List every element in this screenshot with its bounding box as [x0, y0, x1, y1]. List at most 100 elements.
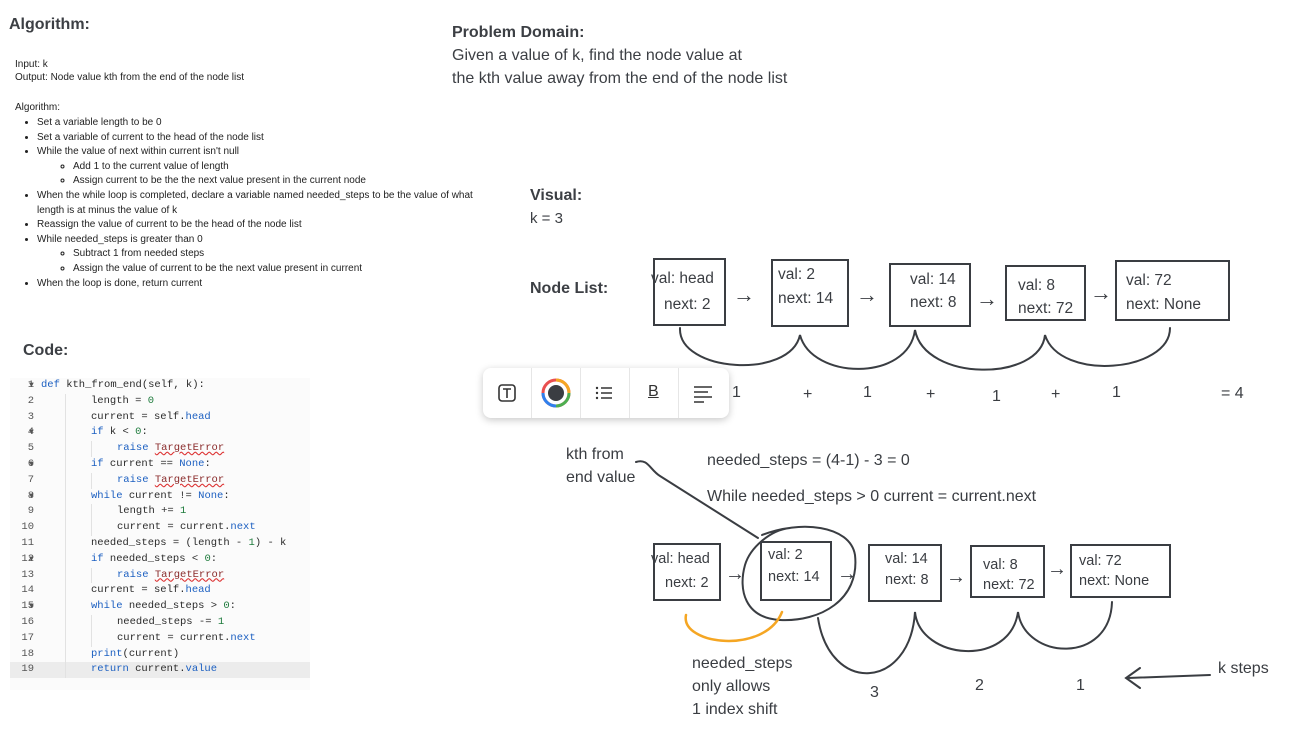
- algorithm-step: Set a variable length to be 0: [37, 116, 485, 131]
- code-token: print: [91, 647, 123, 660]
- color-button[interactable]: [532, 368, 580, 418]
- code-token: 0: [135, 426, 142, 439]
- node-next: next: None: [1126, 296, 1201, 313]
- code-token: raise: [117, 473, 149, 486]
- node-next: next: 72: [983, 577, 1035, 593]
- line-number: 19: [21, 663, 34, 676]
- algorithm-substep: Subtract 1 from needed steps: [73, 247, 485, 262]
- list-button[interactable]: [581, 368, 629, 418]
- problem-domain-text: Given a value of k, find the node value …: [452, 47, 742, 64]
- arrow-right-icon: →: [946, 566, 966, 588]
- text-icon: [498, 384, 516, 402]
- node-box: [889, 263, 971, 327]
- code-token: while: [91, 489, 123, 502]
- code-token: needed_steps -=: [117, 616, 218, 628]
- bold-icon: B: [648, 383, 659, 400]
- line-number: 9: [27, 505, 34, 518]
- plus-sign: +: [926, 386, 936, 403]
- node-box: [760, 541, 832, 601]
- line-number: 15: [21, 600, 34, 613]
- code-token: length +=: [117, 505, 181, 518]
- sum-total: = 4: [1221, 385, 1244, 402]
- code-token: 0: [204, 552, 211, 565]
- code-token: def: [41, 379, 60, 391]
- algorithm-step: When the while loop is completed, declar…: [37, 189, 485, 218]
- code-token: needed_steps <: [103, 552, 205, 565]
- code-text: current = self.head: [91, 583, 211, 599]
- code-token: None: [179, 458, 205, 470]
- code-text: length += 1: [117, 504, 186, 520]
- code-token: while: [91, 600, 123, 613]
- fold-toggle[interactable]: ▼: [29, 554, 34, 564]
- node-next: next: 14: [778, 290, 834, 307]
- code-token: if: [91, 458, 104, 470]
- step-count: 1: [863, 384, 872, 401]
- code-text: if k < 0:: [91, 425, 148, 441]
- fold-toggle[interactable]: ▼: [29, 428, 34, 438]
- line-number: 4: [27, 426, 34, 439]
- align-button[interactable]: [679, 368, 727, 418]
- k-value: k = 3: [530, 210, 563, 227]
- line-number: 8: [27, 489, 34, 502]
- line-number: 6: [27, 458, 34, 470]
- text-style-button[interactable]: [483, 368, 531, 418]
- node-next: next: 72: [1018, 300, 1074, 317]
- code-text: raise TargetError: [117, 568, 224, 584]
- line-number: 11: [21, 537, 34, 549]
- step-curve: [678, 327, 1171, 371]
- color-icon: [541, 378, 571, 408]
- shift-note: 1 index shift: [692, 701, 778, 718]
- node-val: val: 14: [910, 271, 956, 288]
- k-steps-label: k steps: [1218, 660, 1269, 677]
- code-token: :: [210, 552, 218, 565]
- bold-button[interactable]: B: [630, 368, 678, 418]
- step-curve: [817, 601, 1113, 675]
- code-text: print(current): [91, 647, 179, 663]
- step-count: 1: [1112, 384, 1121, 401]
- node-box: [970, 545, 1045, 598]
- node-next: next: 2: [664, 296, 711, 313]
- code-token: if: [91, 552, 104, 565]
- node-list-label: Node List:: [530, 280, 609, 297]
- list-icon: [595, 386, 612, 400]
- code-line: 15▼ while needed_steps > 0:: [10, 599, 310, 615]
- code-token: if: [91, 426, 104, 439]
- arrow-right-icon: →: [837, 563, 857, 585]
- arrow-right-icon: →: [1090, 280, 1112, 305]
- node-val: val: 2: [768, 547, 803, 563]
- node-box: [1070, 544, 1171, 598]
- code-token: return: [91, 663, 129, 676]
- code-text: while current != None:: [91, 489, 230, 505]
- line-number: 2: [27, 394, 34, 407]
- code-line: 9 length += 1: [10, 504, 310, 521]
- fold-toggle[interactable]: ▼: [29, 460, 34, 469]
- kth-label: kth from: [566, 446, 624, 463]
- code-text: while needed_steps > 0:: [91, 599, 236, 615]
- line-number: 18: [21, 647, 34, 660]
- while-equation: While needed_steps > 0 current = current…: [707, 488, 1037, 505]
- algorithm-input: Input: k: [15, 59, 48, 70]
- code-token: needed_steps = (length -: [91, 537, 249, 549]
- node-val: val: 8: [983, 557, 1018, 573]
- code-text: current = self.head: [91, 410, 211, 426]
- node-next: next: 2: [665, 575, 709, 591]
- arrow-right-icon: →: [1047, 558, 1067, 580]
- code-token: next: [230, 631, 256, 644]
- fold-toggle[interactable]: ▼: [29, 602, 34, 612]
- step-count: 1: [992, 388, 1001, 405]
- algorithm-step: While the value of next within current i…: [37, 145, 485, 189]
- code-heading: Code:: [23, 342, 69, 359]
- fold-toggle[interactable]: ▼: [29, 491, 34, 501]
- code-token: 1: [217, 616, 225, 628]
- fold-toggle[interactable]: ▼: [29, 381, 34, 390]
- code-token: current = self.: [91, 410, 186, 423]
- algorithm-step: While needed_steps is greater than 0 Sub…: [37, 233, 485, 277]
- line-number: 3: [27, 410, 34, 423]
- node-val: val: 2: [778, 266, 816, 283]
